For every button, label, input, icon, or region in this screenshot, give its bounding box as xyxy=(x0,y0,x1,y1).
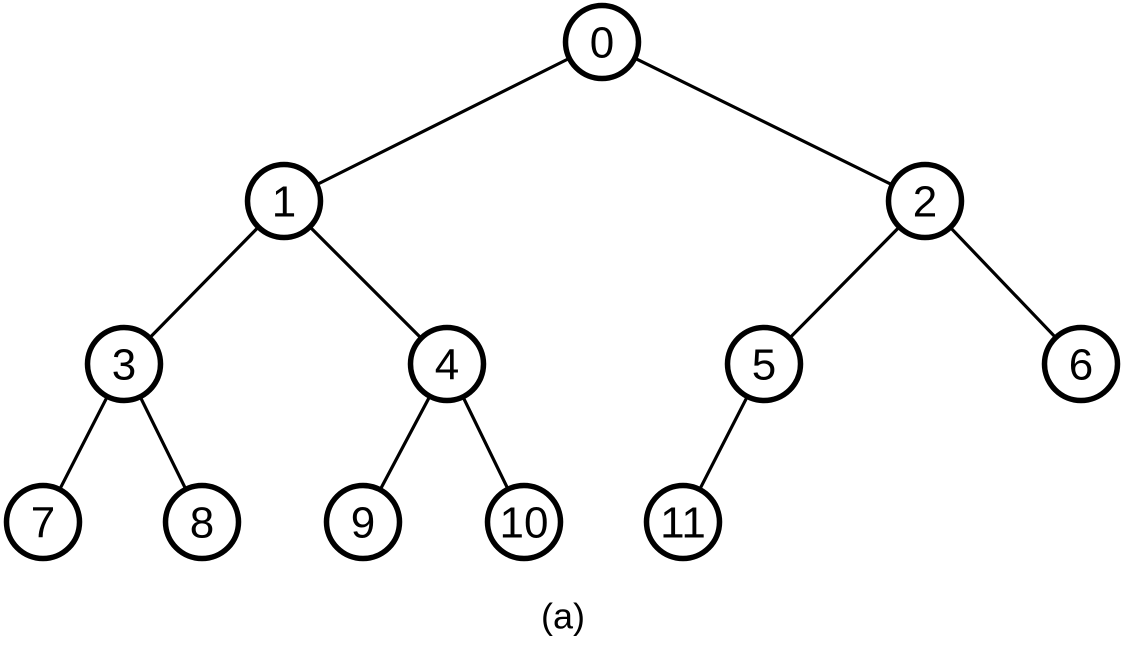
node-circle xyxy=(162,482,242,562)
node-label: 7 xyxy=(31,499,55,548)
node-label: 10 xyxy=(500,499,549,548)
node-label: 8 xyxy=(190,499,214,548)
node-circle xyxy=(484,482,564,562)
tree-edge xyxy=(316,57,570,186)
node-circle xyxy=(3,482,83,562)
node-circle xyxy=(643,482,723,562)
tree-edge xyxy=(149,226,259,339)
edge-layer xyxy=(58,57,1057,491)
figure-caption: (a) xyxy=(541,596,585,637)
tree-edge xyxy=(789,226,900,339)
tree-node-1[interactable]: 1 xyxy=(244,161,324,241)
node-circle xyxy=(885,161,965,241)
tree-edge xyxy=(462,396,509,490)
node-circle xyxy=(1041,324,1121,404)
tree-node-8[interactable]: 8 xyxy=(162,482,242,562)
node-label: 6 xyxy=(1069,341,1093,390)
tree-edge xyxy=(698,396,749,490)
tree-edge xyxy=(634,57,893,186)
node-label: 5 xyxy=(752,341,776,390)
node-label: 2 xyxy=(913,178,937,227)
node-circle xyxy=(562,2,642,82)
node-layer: 0 1 2 3 4 5 6 7 8 9 10 11 xyxy=(3,2,1121,562)
tree-node-2[interactable]: 2 xyxy=(885,161,965,241)
node-label: 11 xyxy=(660,499,706,548)
tree-edge xyxy=(139,396,187,490)
node-circle xyxy=(323,482,403,562)
node-label: 4 xyxy=(435,341,459,390)
tree-node-10[interactable]: 10 xyxy=(484,482,564,562)
tree-node-5[interactable]: 5 xyxy=(724,324,804,404)
tree-node-11[interactable]: 11 xyxy=(643,482,723,562)
node-label: 1 xyxy=(272,178,296,227)
node-circle xyxy=(84,324,164,404)
tree-edge xyxy=(58,396,109,490)
node-circle xyxy=(244,161,324,241)
tree-edge xyxy=(309,226,422,339)
tree-node-3[interactable]: 3 xyxy=(84,324,164,404)
tree-node-9[interactable]: 9 xyxy=(323,482,403,562)
tree-node-6[interactable]: 6 xyxy=(1041,324,1121,404)
tree-edge xyxy=(379,395,431,491)
tree-edge xyxy=(949,226,1057,339)
tree-node-7[interactable]: 7 xyxy=(3,482,83,562)
node-circle xyxy=(724,324,804,404)
node-label: 0 xyxy=(590,19,614,68)
node-circle xyxy=(407,324,487,404)
tree-node-4[interactable]: 4 xyxy=(407,324,487,404)
tree-node-0[interactable]: 0 xyxy=(562,2,642,82)
node-label: 3 xyxy=(112,341,136,390)
node-label: 9 xyxy=(351,499,375,548)
